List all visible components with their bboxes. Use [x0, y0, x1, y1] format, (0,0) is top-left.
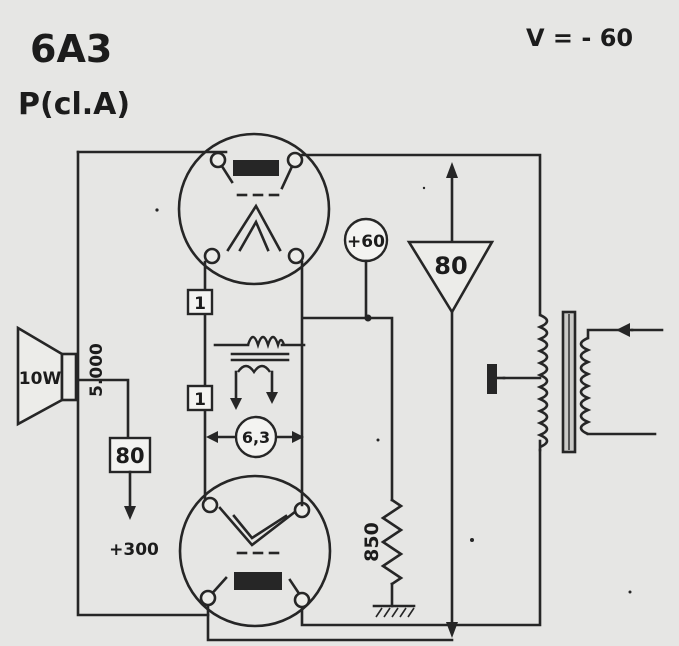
bias-network: +60 850 — [302, 217, 416, 618]
triangle-element: 80 — [406, 162, 495, 638]
loudspeaker: 10W 5.000 — [16, 325, 107, 427]
filament-voltage-marker: 6,3 — [206, 415, 304, 459]
plate-supply-branch: 80 +300 — [76, 378, 159, 560]
svg-text:1: 1 — [194, 294, 206, 314]
cathode-resistor-label: 850 — [361, 522, 383, 562]
tube-type-title: 6A3 — [30, 27, 112, 71]
screen-resistor-label: 80 — [115, 444, 144, 468]
frame-wiring — [76, 150, 542, 642]
interstage-transformer — [487, 310, 664, 454]
filament-transformer — [213, 335, 306, 410]
filament-rails — [203, 260, 304, 507]
svg-text:+60: +60 — [347, 232, 385, 252]
svg-text:1: 1 — [194, 390, 206, 410]
primary-impedance-label: 5.000 — [87, 343, 107, 397]
operating-class-label: P(cl.A) — [18, 87, 130, 122]
filament-mark-top: 1 — [186, 288, 214, 316]
svg-text:6,3: 6,3 — [242, 428, 270, 447]
lower-tube — [178, 474, 332, 628]
svg-text:80: 80 — [434, 252, 467, 280]
grid-bias-label: V = - 60 — [526, 24, 633, 52]
speaker-power-label: 10W — [19, 369, 62, 389]
paper-specks — [155, 186, 632, 594]
filament-mark-bottom: 1 — [186, 384, 214, 412]
plate-supply-label: +300 — [109, 540, 159, 560]
upper-tube — [177, 132, 331, 286]
